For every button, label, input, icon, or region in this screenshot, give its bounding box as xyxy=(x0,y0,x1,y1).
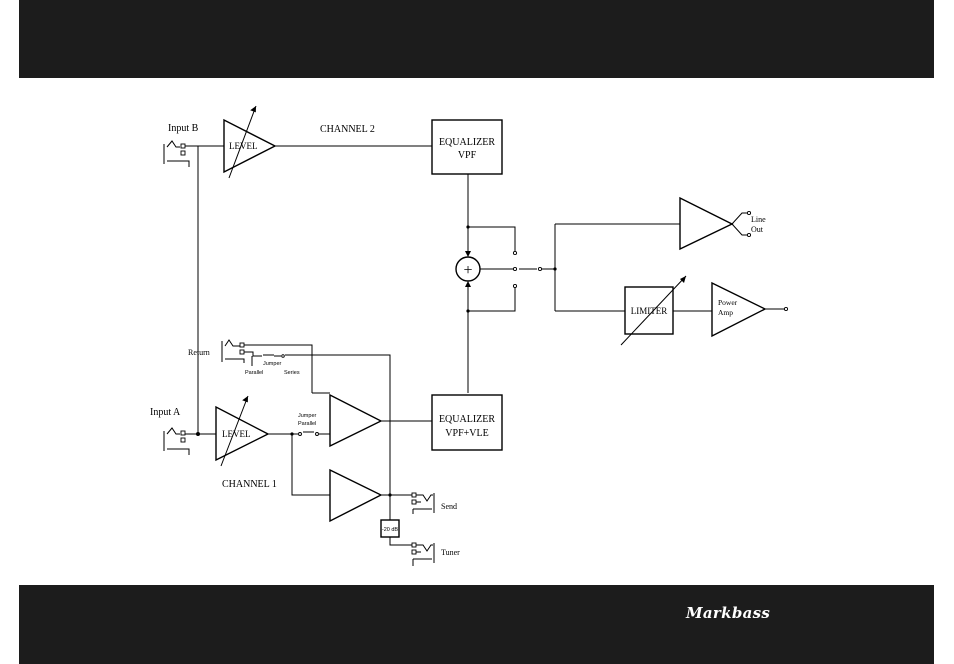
input-b-label: Input B xyxy=(168,123,199,134)
tuner-label: Tuner xyxy=(441,548,460,557)
jumper-top-series: Series xyxy=(284,370,300,376)
equalizer-vpf-vle-block: EQUALIZER VPF+VLE xyxy=(431,394,503,451)
power-amp: Power Amp xyxy=(711,281,767,338)
power-amp-line1: Power xyxy=(718,298,738,307)
channel-1-label: CHANNEL 1 xyxy=(222,479,277,490)
input-a-jack xyxy=(163,427,216,455)
level-b-amp: LEVEL xyxy=(223,105,277,179)
jumper-mid-line2: Parallel xyxy=(298,421,316,427)
summer-symbol: + xyxy=(463,262,472,279)
limiter-label: LIMITER xyxy=(631,306,668,316)
level-b-label: LEVEL xyxy=(229,141,258,151)
level-a-label: LEVEL xyxy=(222,429,251,439)
summing-junction: + xyxy=(455,256,481,282)
jumper-top-parallel: Parallel xyxy=(245,370,263,376)
input-a-label: Input A xyxy=(150,407,181,418)
send-amp xyxy=(329,468,383,523)
line-out-line2: Out xyxy=(751,225,764,234)
return-amp xyxy=(329,393,383,448)
line-out-line1: Line xyxy=(751,215,766,224)
output-selector-switch xyxy=(480,266,555,272)
return-jack xyxy=(221,339,391,505)
brand-logo: Markbass xyxy=(686,604,771,622)
tuner-jack xyxy=(411,542,435,566)
equalizer-vpf-vle-line1: EQUALIZER xyxy=(439,414,495,425)
input-b-jack xyxy=(163,140,198,167)
attenuator-block: -20 dB xyxy=(380,519,400,538)
equalizer-vpf-line2: VPF xyxy=(458,150,477,161)
equalizer-vpf-vle-line2: VPF+VLE xyxy=(445,428,488,439)
equalizer-vpf-line1: EQUALIZER xyxy=(439,137,495,148)
send-label: Send xyxy=(441,502,457,511)
limiter-block: LIMITER xyxy=(620,275,687,346)
send-jack xyxy=(411,492,435,514)
footer-band xyxy=(19,585,934,664)
channel-2-label: CHANNEL 2 xyxy=(320,124,375,135)
line-out-buffer xyxy=(679,196,734,251)
jumper-top-label: Jumper xyxy=(263,361,282,367)
equalizer-vpf-block: EQUALIZER VPF xyxy=(431,119,503,175)
return-label: Return xyxy=(188,348,210,357)
attenuator-label: -20 dB xyxy=(382,527,399,533)
jumper-mid-line1: Jumper xyxy=(298,413,317,419)
level-a-amp: LEVEL xyxy=(215,395,270,467)
power-amp-line2: Amp xyxy=(718,308,733,317)
header-band xyxy=(19,0,934,78)
